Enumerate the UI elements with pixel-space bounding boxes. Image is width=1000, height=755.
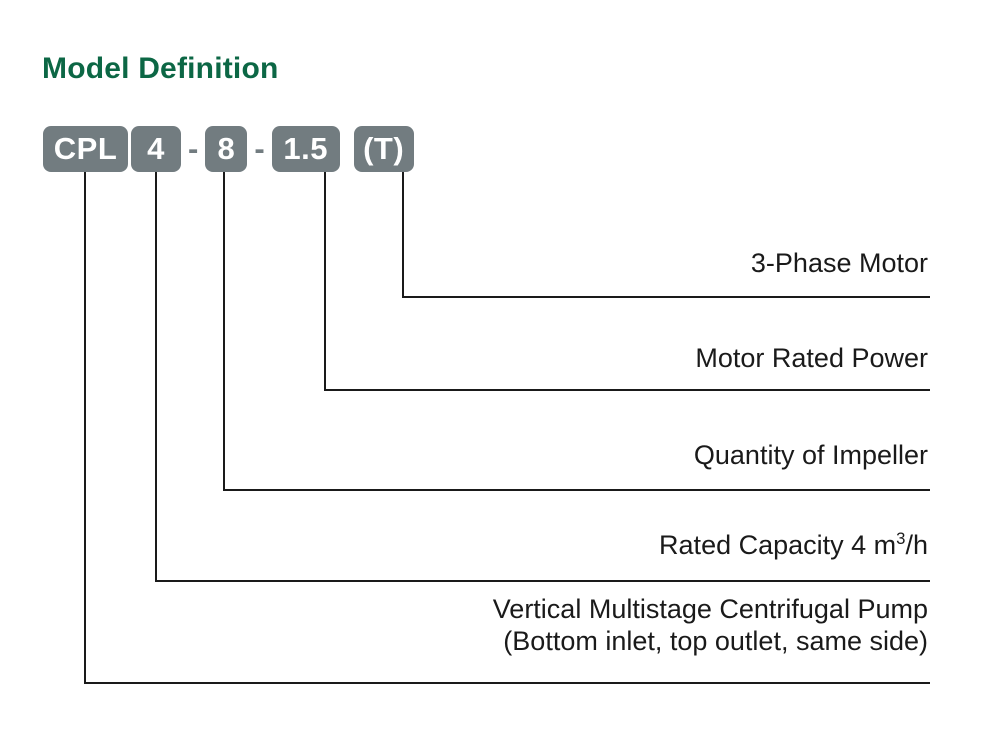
callout-capacity: Rated Capacity 4 m3/h: [659, 530, 928, 562]
callout-stages: Quantity of Impeller: [693, 440, 928, 470]
callout-power: Motor Rated Power: [695, 343, 928, 373]
separator-dash-1: -: [188, 131, 199, 166]
callout-phase: 3-Phase Motor: [750, 248, 928, 278]
badge-stages[interactable]: 8: [205, 126, 248, 172]
leader-capacity: [154, 172, 930, 583]
callout-capacity-unit: /h: [905, 530, 928, 560]
page-title: Model Definition: [42, 52, 279, 85]
badge-series[interactable]: CPL: [43, 126, 128, 172]
separator-dash-2: -: [254, 131, 265, 166]
callout-capacity-exponent: 3: [896, 529, 906, 548]
badge-power[interactable]: 1.5: [271, 126, 340, 172]
badge-capacity[interactable]: 4: [131, 126, 181, 172]
callout-series-line-1: Vertical Multistage Centrifugal Pump: [492, 594, 928, 624]
callout-series-line-2: (Bottom inlet, top outlet, same side): [503, 625, 928, 656]
callout-series: Vertical Multistage Centrifugal Pump (Bo…: [493, 594, 928, 658]
badge-phase[interactable]: (T): [353, 126, 414, 172]
callout-capacity-text: Rated Capacity 4 m: [659, 530, 897, 560]
model-code-row: CPL 4 - 8 - 1.5 (T): [43, 126, 414, 172]
